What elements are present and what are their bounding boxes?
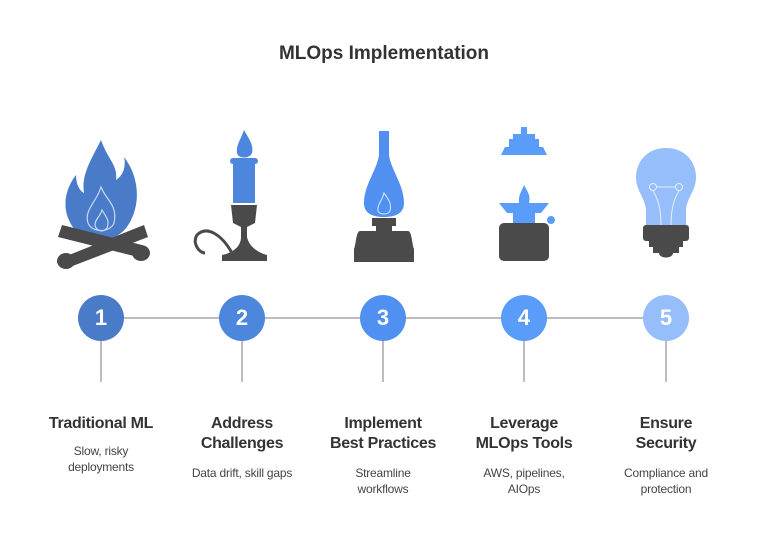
- gas-stove-icon: [499, 127, 555, 261]
- candle-icon: [193, 130, 267, 261]
- connector-line: [665, 330, 667, 382]
- step-number-badge: 2: [219, 295, 265, 341]
- connector-line: [100, 330, 102, 382]
- step-number-badge: 1: [78, 295, 124, 341]
- step-number-badge: 3: [360, 295, 406, 341]
- step-description: Data drift, skill gaps: [191, 466, 293, 480]
- step-number-badge: 5: [643, 295, 689, 341]
- campfire-icon: [57, 140, 150, 269]
- connector-line: [523, 330, 525, 382]
- page-title: MLOps Implementation: [278, 43, 490, 64]
- oil-lamp-icon: [354, 131, 414, 262]
- step-title: Traditional ML: [48, 415, 154, 432]
- connector-line: [241, 330, 243, 382]
- step-number-badge: 4: [501, 295, 547, 341]
- light-bulb-icon: [636, 148, 696, 258]
- step-description: AWS, pipelines,AIOps: [483, 466, 565, 496]
- connector-line: [382, 330, 384, 382]
